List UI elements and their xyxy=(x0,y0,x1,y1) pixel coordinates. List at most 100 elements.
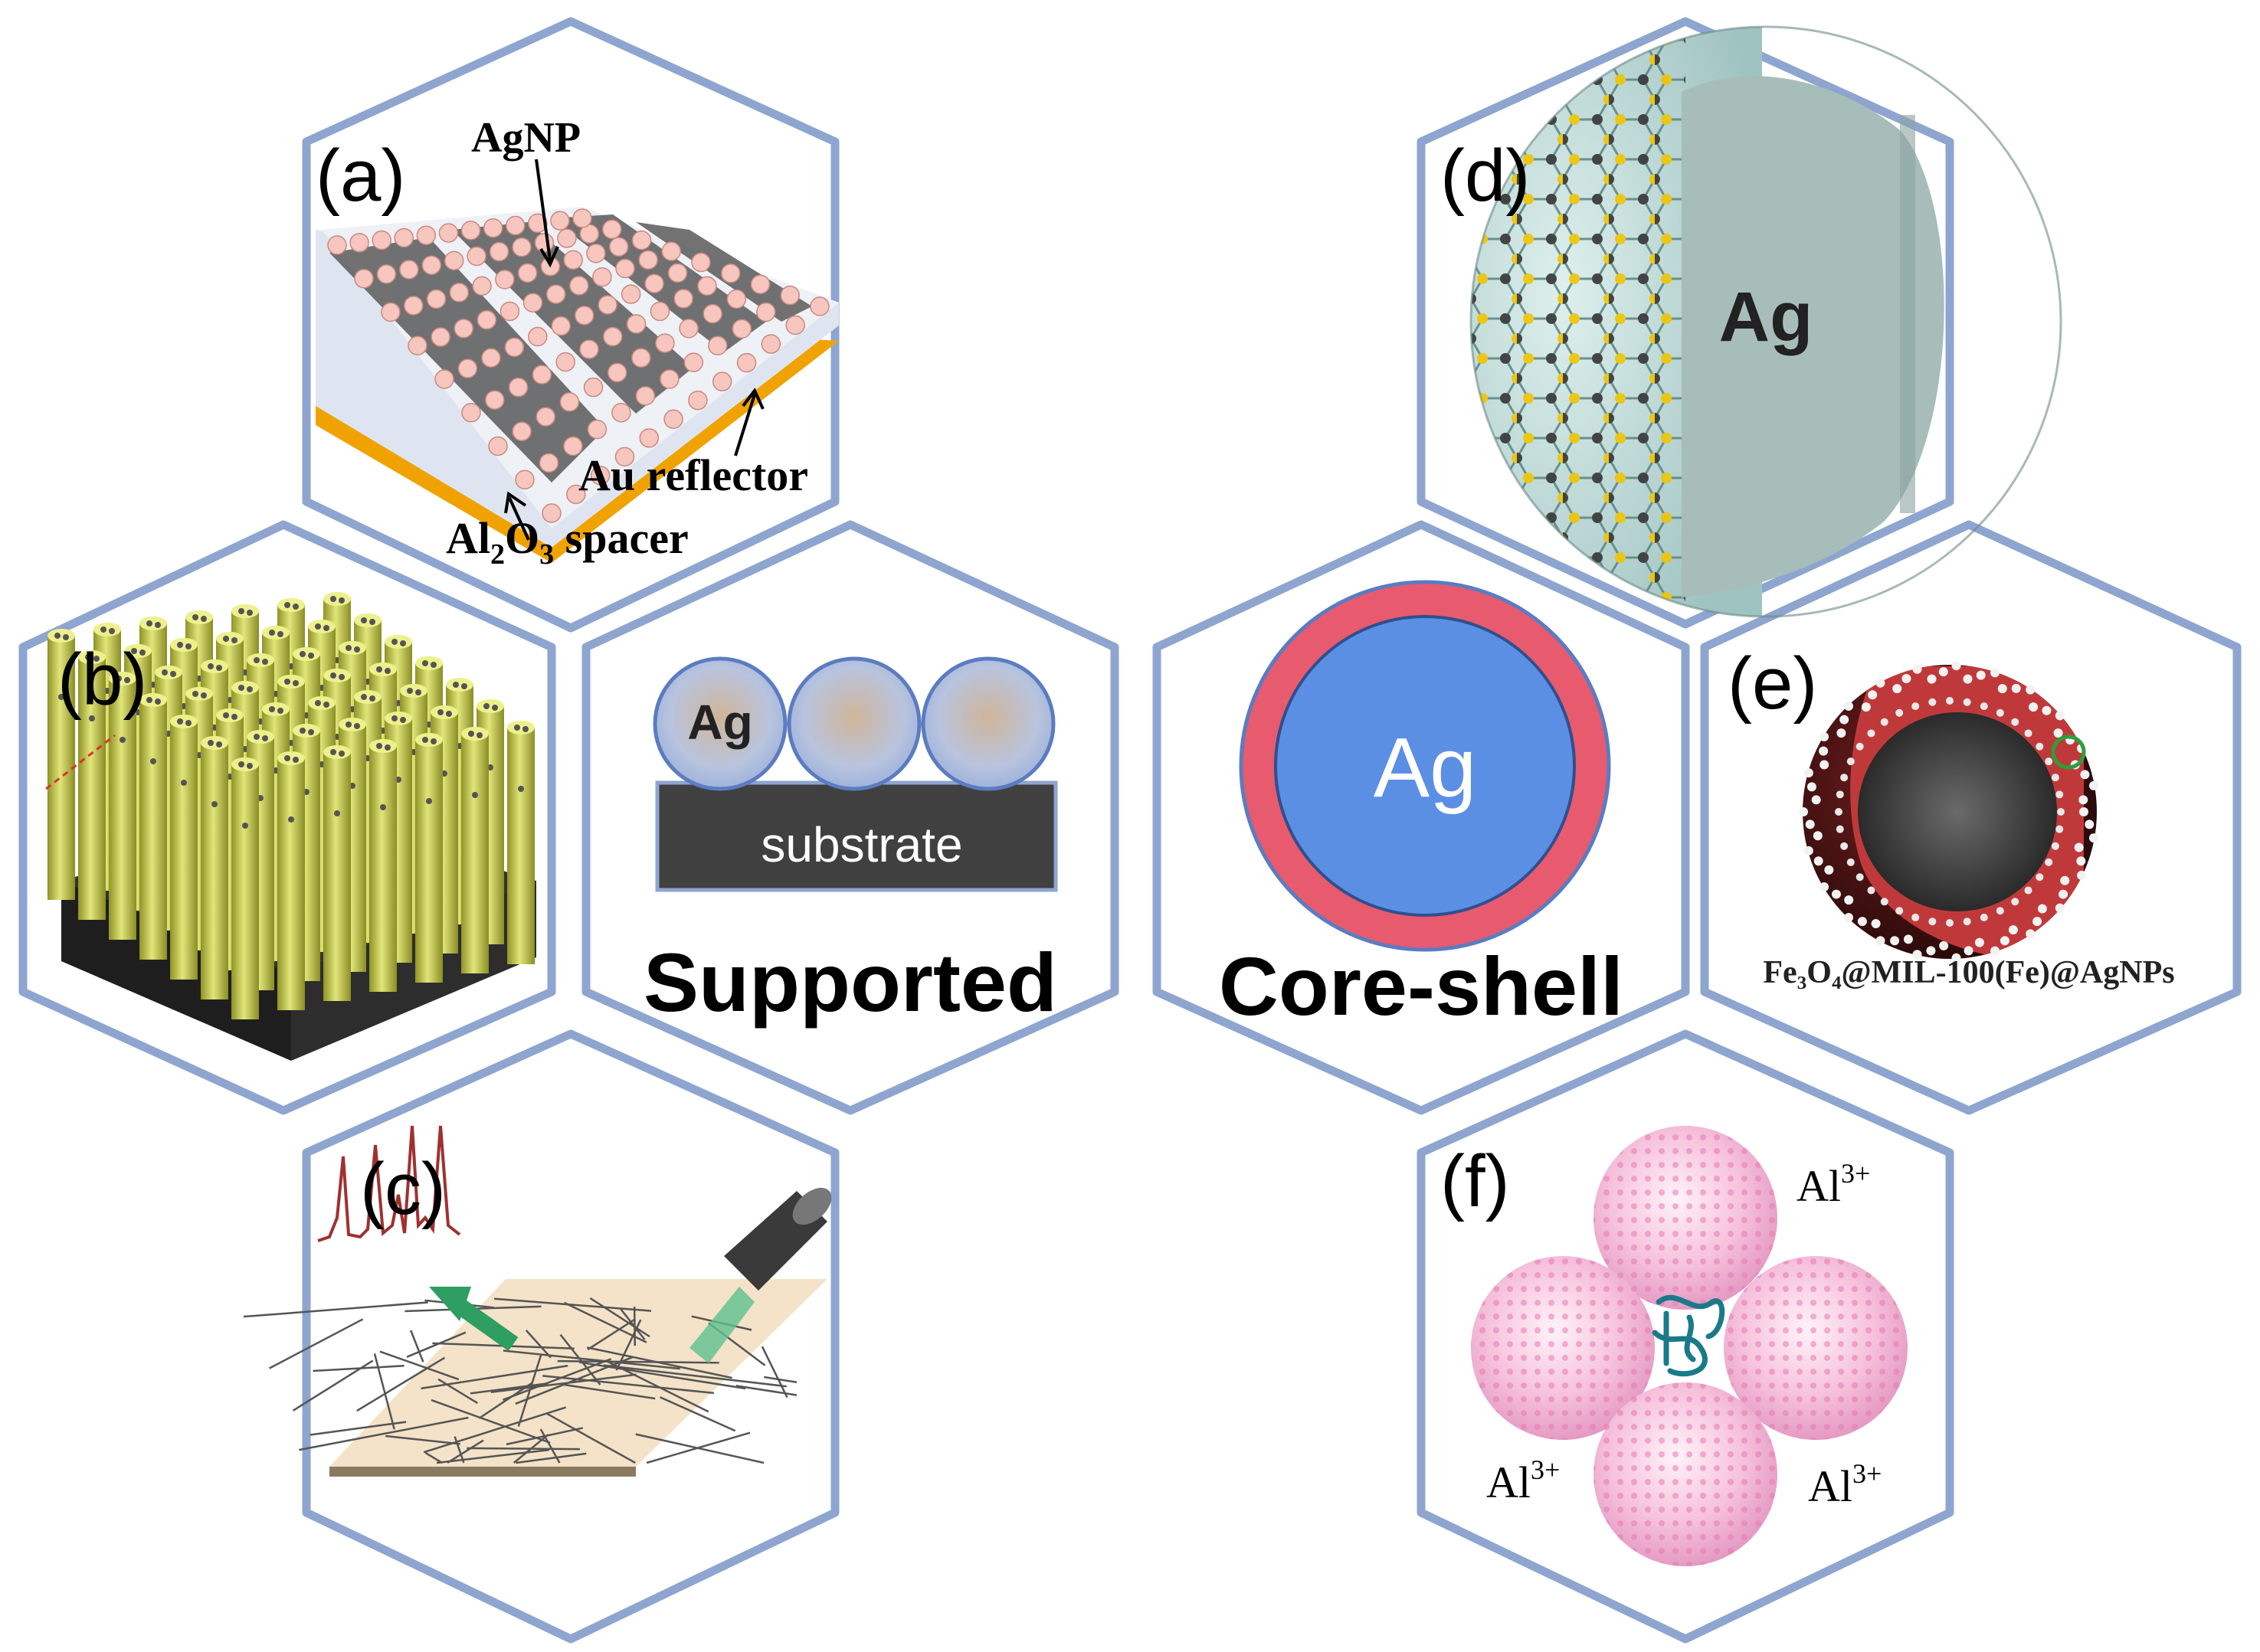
agnp-dot xyxy=(481,348,501,368)
panel-e-tag: (e) xyxy=(1728,643,1817,725)
nanoparticle xyxy=(238,685,244,691)
nanoparticle xyxy=(150,758,156,764)
nanoparticle xyxy=(426,798,432,804)
nanorod-top xyxy=(201,659,228,673)
agnp-dot xyxy=(2077,870,2087,880)
agnp-dot xyxy=(563,436,583,456)
panel-b-tag: (b) xyxy=(57,639,147,721)
agnp-dot xyxy=(2051,842,2059,850)
agnp-dot xyxy=(2011,683,2021,693)
agnp-dot xyxy=(1963,698,1971,706)
agnp-dot xyxy=(1928,698,1937,706)
panel-a: (a) AgNP Au reflector Al2O3 spacer xyxy=(316,114,839,571)
fiber xyxy=(268,1318,364,1369)
hex-frame-supported xyxy=(581,520,1119,1115)
agnp-dot xyxy=(349,233,369,253)
agnp-dot xyxy=(1892,684,1902,694)
agnp-dot xyxy=(638,250,658,270)
nanoparticle xyxy=(211,801,218,807)
agnp-dot xyxy=(583,377,604,397)
nanorod-top xyxy=(293,724,320,738)
nanoparticle xyxy=(361,617,367,623)
agnp-dot xyxy=(635,386,656,406)
nanoparticle xyxy=(58,694,64,700)
nanoparticle xyxy=(120,737,126,743)
core-shell-schematic: Ag Core-shell xyxy=(1219,580,1623,1032)
agnp-dot xyxy=(1844,913,1854,923)
fiber xyxy=(619,1307,646,1340)
nanoparticle xyxy=(231,637,237,643)
agnp-dot xyxy=(399,260,419,280)
fiber xyxy=(410,1330,424,1362)
nanoparticle xyxy=(131,648,137,654)
agnp-dot xyxy=(667,263,688,283)
agnp-dot xyxy=(528,326,548,347)
agnp-dot xyxy=(586,244,606,263)
nanoparticle xyxy=(155,622,161,628)
agnp-dot xyxy=(1846,858,1855,866)
agnp-dot xyxy=(1819,746,1829,756)
nanoparticle xyxy=(293,604,299,610)
agnp-dot xyxy=(2060,875,2070,885)
nanoparticle xyxy=(284,602,290,608)
agnp-dot xyxy=(726,289,747,309)
nanorod-top xyxy=(415,656,443,670)
nanoparticle xyxy=(89,715,95,721)
agnp-dot xyxy=(449,283,470,303)
nanorod xyxy=(139,700,167,960)
nanorod-top xyxy=(262,702,290,716)
agnp-dot xyxy=(1903,934,1913,944)
nanorod-top xyxy=(277,751,305,765)
nanoparticle xyxy=(216,741,222,747)
agnp-dot xyxy=(1928,918,1937,926)
nanorod-top xyxy=(415,733,443,747)
agnp-dot xyxy=(631,348,651,368)
agnp-dot xyxy=(1912,950,1922,960)
agnp-dot xyxy=(2080,770,2090,780)
panel-d-tag: (d) xyxy=(1440,135,1530,217)
agnp-dot xyxy=(1927,674,1937,684)
nanoparticle xyxy=(308,653,314,659)
agnp-dot xyxy=(611,403,631,423)
core-shell-title: Core-shell xyxy=(1219,940,1623,1032)
nanoparticle xyxy=(177,642,183,648)
nanorod-top xyxy=(323,592,351,606)
agnp-dot xyxy=(587,419,608,440)
agnp-dot xyxy=(1840,774,1849,782)
green-arrow-head xyxy=(429,1287,471,1321)
agnp-dot xyxy=(512,421,532,442)
nanoparticle xyxy=(231,714,237,720)
agnp-dot xyxy=(598,295,617,315)
nanorod-top xyxy=(155,666,182,679)
fiber xyxy=(525,1330,552,1359)
nanorod-top xyxy=(262,626,290,640)
nanorod-top xyxy=(185,610,213,624)
agnp-dot xyxy=(488,436,508,456)
fiber xyxy=(635,1433,765,1464)
agnp-dot xyxy=(2055,903,2065,913)
agnp-dot xyxy=(732,319,752,339)
agnp-dot xyxy=(644,273,664,293)
nanorod-top xyxy=(431,705,458,719)
fiber xyxy=(454,1436,465,1464)
fiber xyxy=(506,1427,584,1446)
nanorod-top xyxy=(247,653,274,667)
nanorod-top xyxy=(185,687,213,701)
ag-particle xyxy=(921,656,1056,791)
nanoparticle xyxy=(177,718,183,725)
nanoparticle xyxy=(277,708,283,714)
nanoparticle xyxy=(170,671,176,677)
nanoparticle xyxy=(334,810,340,816)
nanoparticle xyxy=(277,631,283,637)
agnp-dot xyxy=(1836,825,1844,833)
agnp-dot xyxy=(1980,913,1988,921)
fiber xyxy=(502,1358,612,1401)
agnp-dot xyxy=(1990,668,2000,678)
agnp-dot xyxy=(2036,873,2044,882)
agnp-dot xyxy=(736,352,757,373)
agnp-dot xyxy=(2024,886,2032,895)
fiber xyxy=(292,1359,374,1412)
nanoparticle xyxy=(407,688,413,694)
composite-caption: Fe₃O₄@MIL-100(Fe)@AgNPs xyxy=(1763,955,2174,990)
agnp-dot xyxy=(1855,742,1864,751)
